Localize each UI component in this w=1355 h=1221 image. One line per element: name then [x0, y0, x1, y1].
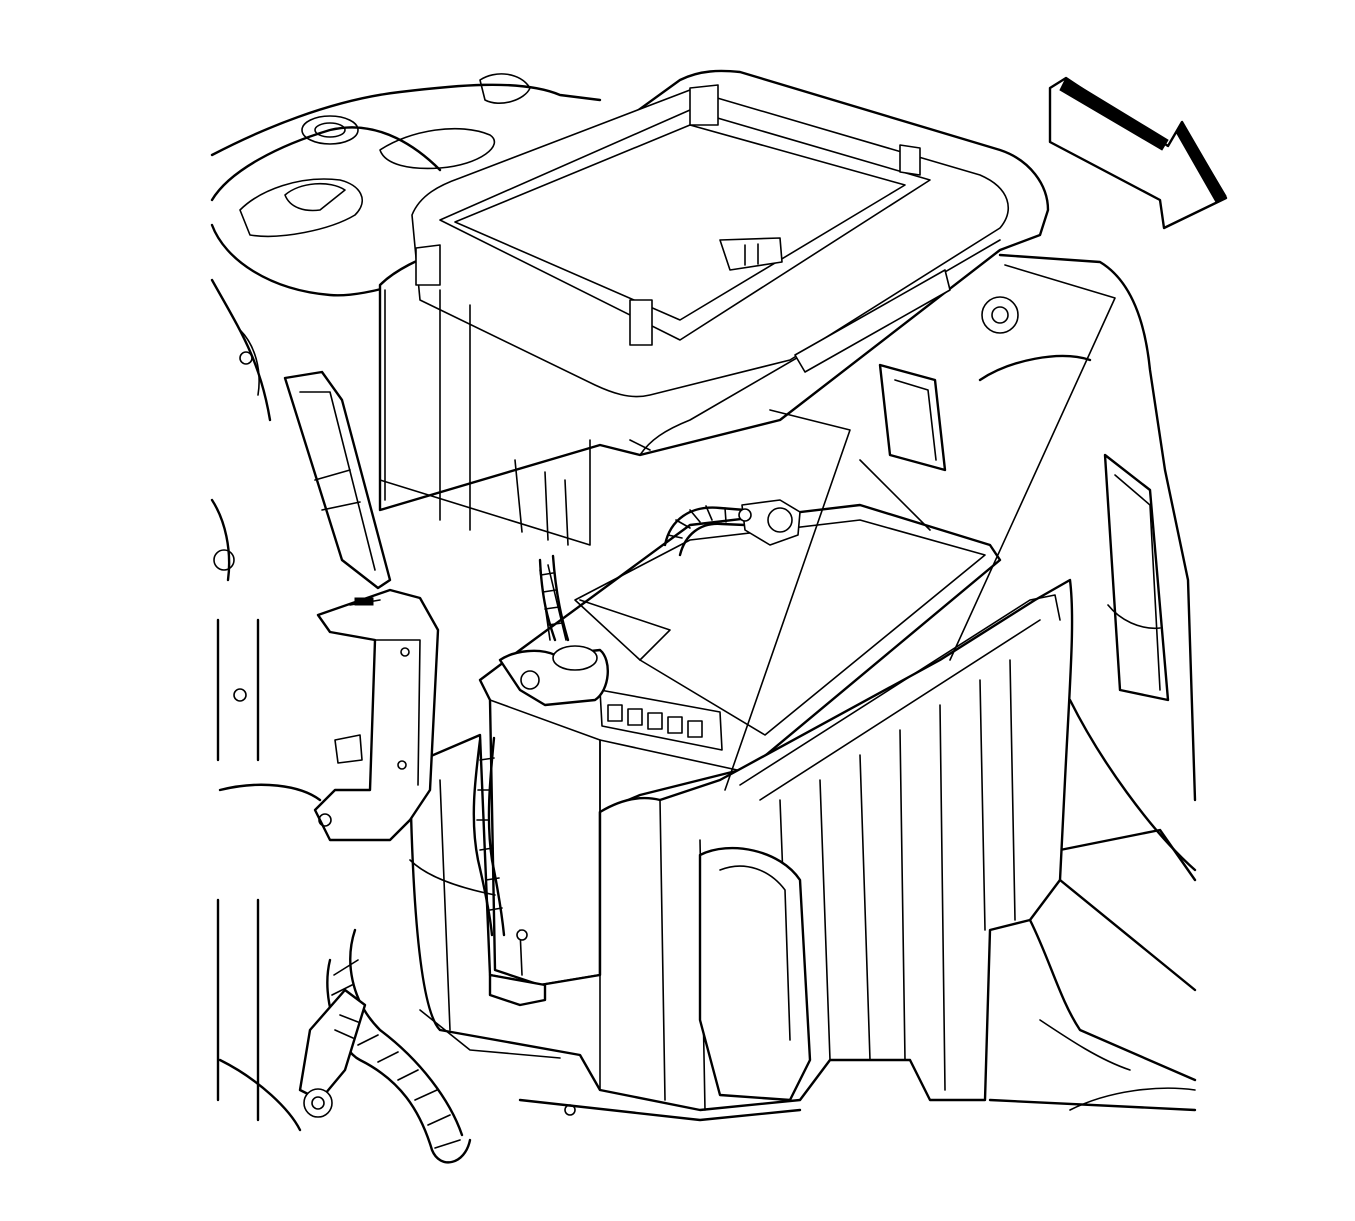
battery-cover-icon [378, 69, 1050, 546]
strut-brace [283, 370, 392, 590]
right-body-panel [878, 253, 1197, 882]
battery-tray-icon [408, 578, 1074, 1112]
harness-icon [298, 499, 801, 1164]
fender-panel [210, 73, 602, 762]
lower-frame [216, 783, 1197, 1132]
callout-leader-lines [724, 264, 1116, 791]
direction-arrow-icon [1048, 76, 1228, 230]
bracket-icon [313, 588, 440, 842]
cable-icon [538, 554, 570, 642]
